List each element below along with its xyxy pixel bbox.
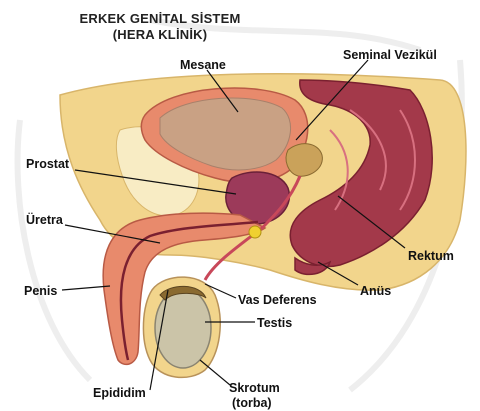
label-prostat: Prostat [26,157,70,171]
rectum-shape [289,79,433,268]
rectum-folds [329,109,416,211]
label-anus: Anüs [360,284,392,298]
label-testis: Testis [257,316,293,330]
epididymis-shape [159,285,207,301]
label-penis: Penis [24,284,58,298]
anus-shape [294,256,332,276]
label-mesane: Mesane [180,58,226,72]
diagram-title: ERKEK GENİTAL SİSTEM [79,11,241,26]
testis-shape [154,287,212,369]
penis-shape [102,212,267,366]
leader-lines [61,59,406,391]
urethra-line [119,220,259,361]
bladder-inner [159,97,292,171]
label-epididim: Epididim [93,386,146,400]
bulbourethral-gland [248,225,262,239]
diagram-subtitle: (HERA KLİNİK) [112,27,208,42]
label-uretra: Üretra [26,213,63,227]
label-vas-deferens: Vas Deferens [238,293,317,307]
seminal-vesicle-shape [285,143,323,177]
label-rektum: Rektum [408,249,454,263]
label-seminal-vesicle: Seminal Vezikül [343,48,437,62]
label-torba: (torba) [232,396,272,410]
label-skrotum: Skrotum [229,381,280,395]
